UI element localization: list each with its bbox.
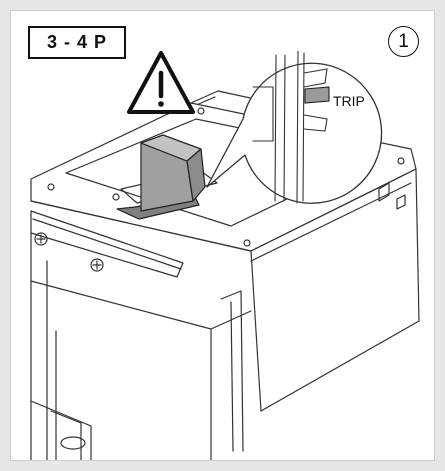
- terminal-screw: [34, 232, 48, 246]
- trip-button-label: TRIP: [333, 93, 365, 109]
- step-number-badge: 1: [388, 26, 419, 57]
- trip-detail-callout: [206, 50, 383, 204]
- illustration-frame: 3 - 4 P 1 TRIP: [10, 10, 435, 461]
- breaker-handle: [116, 134, 206, 220]
- warning-triangle-icon: [127, 51, 195, 114]
- trip-button: [304, 86, 330, 104]
- terminal-screw: [90, 258, 104, 272]
- mounting-hole: [60, 436, 86, 450]
- terminal-strip: [30, 210, 184, 278]
- pole-configuration-label: 3 - 4 P: [28, 26, 126, 59]
- breaker-illustration: [30, 50, 420, 460]
